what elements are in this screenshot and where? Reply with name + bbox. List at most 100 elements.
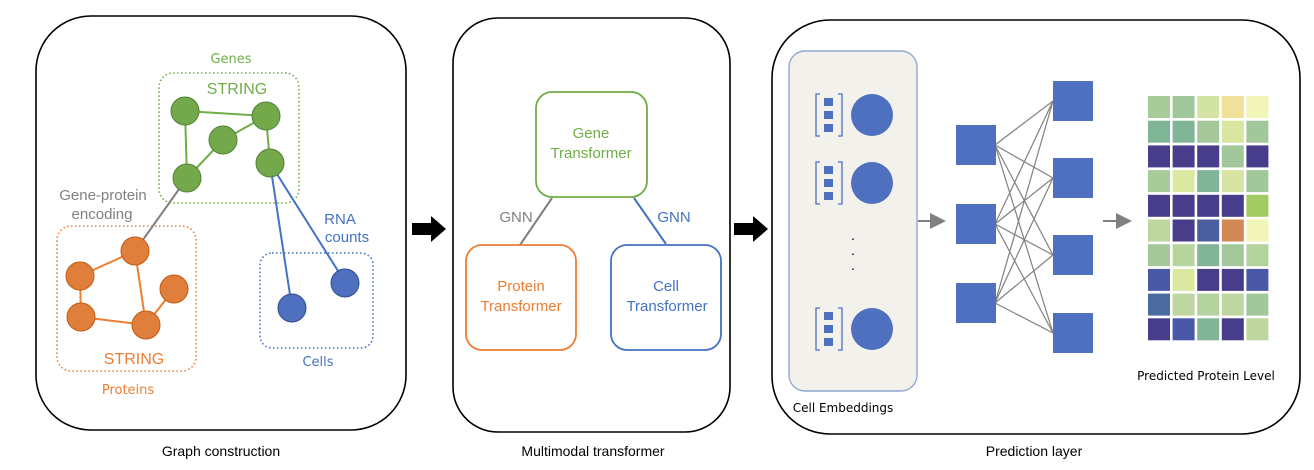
predicted-protein-level-label: Predicted Protein Level [1137, 369, 1275, 383]
heatmap-cell [1246, 219, 1269, 242]
protein-transformer-frame [465, 244, 577, 351]
nn-input-node [956, 204, 996, 244]
heatmap-cell [1197, 170, 1220, 193]
genes-label: Genes [210, 52, 251, 67]
protein-node [65, 261, 95, 291]
heatmap-cell [1197, 96, 1220, 118]
heatmap-cell [1148, 244, 1170, 267]
heatmap-cell [1246, 96, 1269, 118]
heatmap-cell [1246, 268, 1269, 291]
cell-node [330, 268, 360, 298]
cell-transformer-box: Cell Transformer [610, 244, 722, 351]
vector-element [824, 179, 833, 187]
heatmap-cell [1197, 244, 1220, 267]
heatmap-cell [1172, 318, 1195, 341]
gene-protein-edge [134, 177, 188, 252]
cell-transformer-frame [610, 244, 722, 351]
embedding-ellipsis-dot: · [851, 245, 856, 261]
gnn-edge-cell [633, 197, 667, 245]
nn-nodes [956, 81, 1093, 353]
heatmap-cell [1148, 293, 1170, 316]
vector-bracket-left [815, 161, 820, 205]
gene-node [170, 96, 200, 126]
heatmap-cell [1172, 170, 1195, 193]
gene-transformer-frame [535, 91, 648, 198]
vector-element [824, 111, 833, 119]
vector-bracket-right [838, 93, 843, 137]
cell-embedding-circle [851, 308, 893, 350]
graph-panel-frame [35, 15, 407, 431]
protein-nodes [65, 236, 189, 340]
protein-transformer-line2: Transformer [480, 298, 561, 315]
heatmap-cell [1197, 194, 1220, 217]
heatmap-cell [1148, 145, 1170, 168]
cell-node [277, 293, 307, 323]
nn-edge [994, 254, 1054, 304]
heatmap-cell [1197, 219, 1220, 242]
protein-transformer-line1: Protein [497, 278, 545, 295]
gnn-label-right: GNN [657, 209, 690, 226]
heatmap-cell [1148, 219, 1170, 242]
heatmap-cell [1197, 293, 1220, 316]
nn-output-node [1053, 158, 1093, 198]
vector-element [824, 325, 833, 333]
gene-protein-label-line1: Gene-protein [59, 187, 147, 204]
heatmap-cell [1221, 120, 1244, 143]
arrow-right-icon [412, 216, 446, 242]
heatmap-cell [1197, 120, 1220, 143]
heatmap-cell [1148, 194, 1170, 217]
nn-output-node [1053, 235, 1093, 275]
heatmap-cell [1221, 194, 1244, 217]
nn-edge [994, 100, 1054, 146]
gene-transformer-line1: Gene [573, 125, 610, 142]
nn-edge [994, 100, 1054, 304]
heatmap-cell [1172, 96, 1195, 118]
gene-node [255, 148, 285, 178]
nn-edge [994, 177, 1054, 304]
heatmap-cell [1246, 293, 1269, 316]
heatmap-cell [1221, 318, 1244, 341]
cell-nodes [277, 268, 360, 323]
protein-node [66, 302, 96, 332]
vector-element [824, 192, 833, 200]
prediction-layer-caption: Prediction layer [986, 443, 1083, 459]
heatmap-cell [1148, 268, 1170, 291]
protein-transformer-box: Protein Transformer [465, 244, 577, 351]
proteins-label: Proteins [102, 383, 155, 398]
cells-group-box [259, 252, 374, 349]
gene-transformer-box: Gene Transformer [535, 91, 648, 198]
arrow-right-icon [734, 216, 768, 242]
heatmap-cell [1148, 120, 1170, 143]
nn-output-node [1053, 81, 1093, 121]
gene-transformer-line2: Transformer [550, 145, 631, 162]
heatmap-cell [1172, 120, 1195, 143]
gene-protein-label-line2: encoding [72, 206, 133, 223]
cell-embedding-circle [851, 94, 893, 136]
nn-edges [994, 100, 1054, 334]
protein-node [159, 274, 189, 304]
vector-bracket-right [838, 307, 843, 351]
cell-transformer-line1: Cell [653, 278, 679, 295]
heatmap-cell [1221, 268, 1244, 291]
heatmap-cell [1246, 145, 1269, 168]
heatmap-cell [1172, 219, 1195, 242]
heatmap-cell [1172, 145, 1195, 168]
heatmap-cell [1172, 194, 1195, 217]
heatmap-cell [1221, 145, 1244, 168]
heatmap-cell [1221, 170, 1244, 193]
nn-input-node [956, 283, 996, 323]
heatmap-cell [1148, 318, 1170, 341]
gene-node [208, 125, 238, 155]
gene-nodes [170, 96, 285, 193]
heatmap-cell [1221, 96, 1244, 118]
heatmap-cell [1246, 244, 1269, 267]
vector-element [824, 166, 833, 174]
heatmap-cell [1221, 219, 1244, 242]
nn-input-node [956, 125, 996, 165]
protein-node [131, 310, 161, 340]
cell-embeddings-box [788, 50, 918, 392]
heatmap-cell [1246, 120, 1269, 143]
protein-node [120, 236, 150, 266]
nn-edge [994, 100, 1054, 225]
